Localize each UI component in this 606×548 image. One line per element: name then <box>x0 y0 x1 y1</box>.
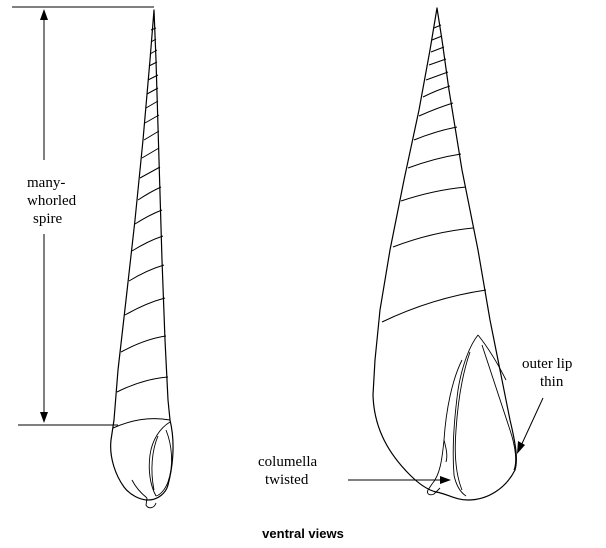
outer-lip-leader <box>517 398 543 454</box>
spire-arrowhead-down <box>40 412 48 423</box>
caption: ventral views <box>262 526 344 541</box>
spire-label-line2: whorled <box>27 193 77 209</box>
outer-lip-label-line1: outer lip <box>522 356 572 372</box>
spire-arrowhead-up <box>40 9 48 20</box>
spire-label-line1: many- <box>27 175 65 191</box>
spire-label-line3: spire <box>33 211 63 227</box>
right-shell <box>373 8 516 500</box>
outer-lip-label-line2: thin <box>540 374 564 390</box>
outer-lip-arrowhead <box>517 441 525 454</box>
columella-label-line2: twisted <box>265 472 309 488</box>
columella-label-line1: columella <box>258 454 317 470</box>
left-shell <box>111 10 173 508</box>
right-shell-outline <box>373 8 516 500</box>
